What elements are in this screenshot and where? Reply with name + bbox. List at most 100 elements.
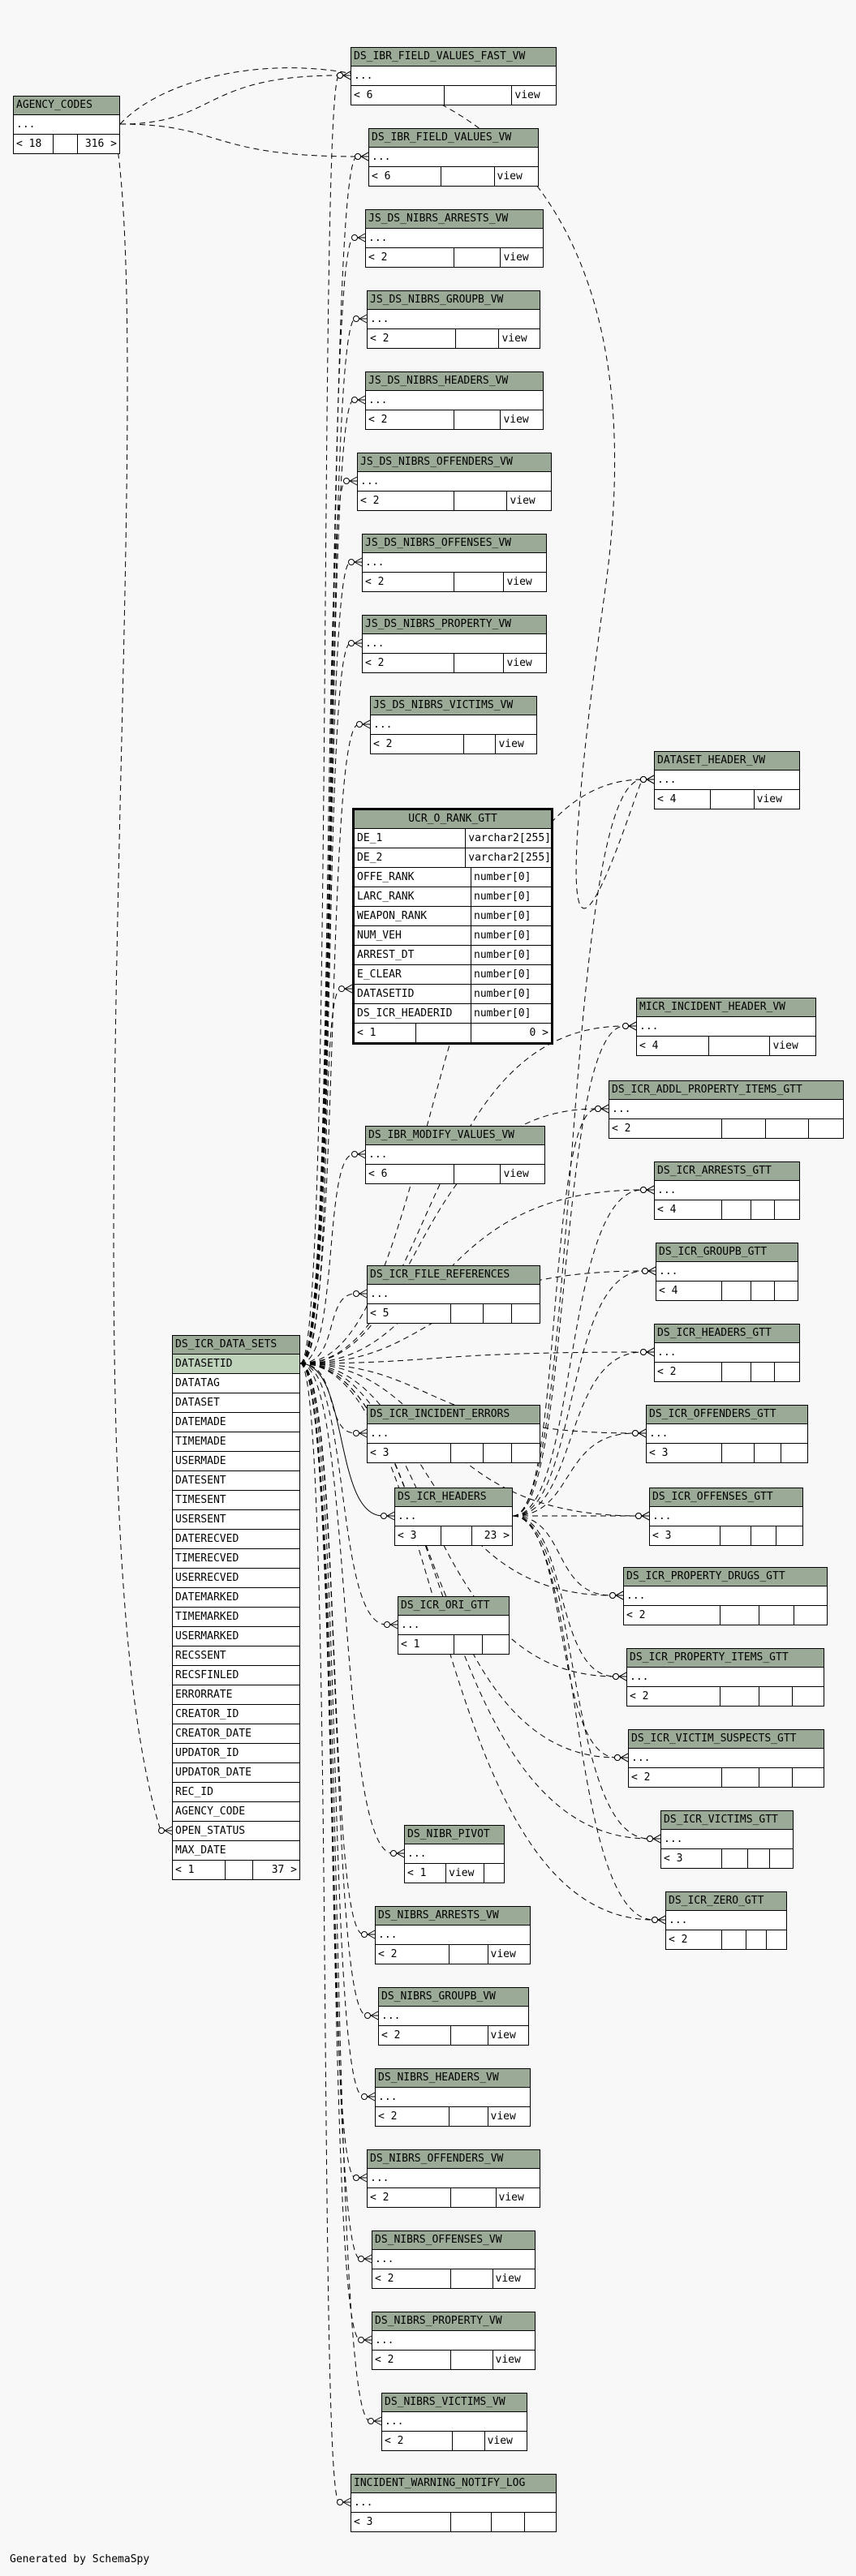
- table-incident-warning-notify-log[interactable]: INCIDENT_WARNING_NOTIFY_LOG...< 3: [351, 2474, 557, 2532]
- footer-cell: [456, 329, 500, 348]
- column-row: DATEMADE: [173, 1413, 299, 1432]
- table-ds-icr-groupb-gtt[interactable]: DS_ICR_GROUPB_GTT...< 4: [656, 1243, 798, 1301]
- column-type: number[0]: [474, 891, 531, 903]
- table-header[interactable]: DS_NIBRS_OFFENSES_VW: [372, 2231, 535, 2250]
- optional-circle: [353, 2175, 359, 2181]
- table-header[interactable]: DS_IBR_MODIFY_VALUES_VW: [366, 1127, 544, 1145]
- table-header[interactable]: MICR_INCIDENT_HEADER_VW: [637, 998, 815, 1017]
- table-ds-icr-zero-gtt[interactable]: DS_ICR_ZERO_GTT...< 2: [665, 1891, 787, 1950]
- table-ds-icr-arrests-gtt[interactable]: DS_ICR_ARRESTS_GTT...< 4: [654, 1161, 800, 1220]
- table-header[interactable]: DS_ICR_VICTIMS_GTT: [661, 1811, 793, 1830]
- columns-ellipsis: ...: [369, 148, 538, 167]
- table-header[interactable]: JS_DS_NIBRS_GROUPB_VW: [368, 291, 540, 310]
- parent-count: [512, 1444, 540, 1462]
- crowfoot-prong: [646, 779, 655, 784]
- optional-circle: [337, 2499, 343, 2505]
- table-ds-icr-file-references[interactable]: DS_ICR_FILE_REFERENCES...< 5: [367, 1265, 540, 1324]
- table-header[interactable]: DS_ICR_OFFENDERS_GTT: [647, 1406, 807, 1424]
- optional-circle: [595, 1106, 601, 1112]
- crowfoot-prong: [357, 233, 366, 238]
- table-header[interactable]: DS_NIBRS_GROUPB_VW: [379, 1988, 528, 2007]
- parent-count: view: [501, 333, 527, 345]
- table-header[interactable]: DS_ICR_ZERO_GTT: [666, 1892, 786, 1911]
- table-ds-icr-property-drugs-gtt[interactable]: DS_ICR_PROPERTY_DRUGS_GTT...< 2: [623, 1567, 828, 1625]
- table-header[interactable]: DS_NIBRS_HEADERS_VW: [376, 2069, 530, 2088]
- relationship-line: [299, 399, 355, 1364]
- table-header[interactable]: DS_ICR_FILE_REFERENCES: [368, 1266, 540, 1285]
- table-header[interactable]: DS_ICR_ORI_GTT: [398, 1597, 509, 1616]
- table-header[interactable]: AGENCY_CODES: [14, 97, 119, 115]
- table-ds-icr-property-items-gtt[interactable]: DS_ICR_PROPERTY_ITEMS_GTT...< 2: [626, 1648, 824, 1707]
- table-ds-icr-addl-property-items-gtt[interactable]: DS_ICR_ADDL_PROPERTY_ITEMS_GTT...< 2: [609, 1080, 844, 1139]
- table-header[interactable]: DS_ICR_HEADERS: [395, 1488, 512, 1507]
- table-header[interactable]: DS_ICR_INCIDENT_ERRORS: [368, 1406, 540, 1424]
- table-header[interactable]: DS_ICR_PROPERTY_DRUGS_GTT: [624, 1568, 827, 1586]
- table-header[interactable]: DS_ICR_ARRESTS_GTT: [655, 1162, 799, 1181]
- table-header[interactable]: DS_IBR_FIELD_VALUES_VW: [369, 129, 538, 148]
- table-header[interactable]: JS_DS_NIBRS_OFFENSES_VW: [363, 535, 546, 553]
- table-ds-icr-ori-gtt[interactable]: DS_ICR_ORI_GTT...< 1: [398, 1596, 510, 1655]
- table-header[interactable]: JS_DS_NIBRS_PROPERTY_VW: [363, 616, 546, 634]
- table-header[interactable]: DS_NIBR_PIVOT: [405, 1826, 504, 1844]
- table-header[interactable]: DS_ICR_DATA_SETS: [173, 1336, 299, 1355]
- table-ds-icr-headers-gtt[interactable]: DS_ICR_HEADERS_GTT...< 2: [654, 1324, 800, 1382]
- table-ds-icr-offenders-gtt[interactable]: DS_ICR_OFFENDERS_GTT...< 3: [646, 1405, 808, 1463]
- table-header[interactable]: UCR_O_RANK_GTT: [355, 810, 551, 829]
- optional-circle: [635, 1513, 642, 1519]
- table-header[interactable]: DS_ICR_ADDL_PROPERTY_ITEMS_GTT: [609, 1081, 843, 1100]
- table-header[interactable]: JS_DS_NIBRS_ARRESTS_VW: [366, 210, 543, 229]
- table-header[interactable]: JS_DS_NIBRS_VICTIMS_VW: [371, 697, 536, 715]
- table-ds-icr-victim-suspects-gtt[interactable]: DS_ICR_VICTIM_SUSPECTS_GTT...< 2: [628, 1729, 824, 1788]
- footer-cell: [722, 1282, 751, 1300]
- table-header[interactable]: DS_ICR_VICTIM_SUSPECTS_GTT: [629, 1730, 824, 1749]
- table-header[interactable]: JS_DS_NIBRS_HEADERS_VW: [366, 372, 543, 391]
- table-ds-icr-victims-gtt[interactable]: DS_ICR_VICTIMS_GTT...< 3: [660, 1810, 794, 1869]
- table-header[interactable]: DATASET_HEADER_VW: [655, 752, 799, 771]
- table-header[interactable]: INCIDENT_WARNING_NOTIFY_LOG: [351, 2475, 556, 2493]
- table-header[interactable]: DS_IBR_FIELD_VALUES_FAST_VW: [351, 48, 556, 67]
- child-count: < 4: [637, 1037, 710, 1055]
- table-header[interactable]: DS_NIBRS_PROPERTY_VW: [372, 2312, 535, 2331]
- crowfoot-prong: [357, 237, 366, 243]
- footer-cell: [451, 2351, 493, 2369]
- table-header[interactable]: DS_ICR_HEADERS_GTT: [655, 1324, 799, 1343]
- parent-count: [770, 1849, 793, 1868]
- optional-circle: [348, 640, 355, 646]
- table-ds-icr-offenses-gtt[interactable]: DS_ICR_OFFENSES_GTT...< 3: [649, 1488, 803, 1546]
- crowfoot-prong: [363, 2254, 372, 2260]
- table-header[interactable]: DS_NIBRS_VICTIMS_VW: [382, 2394, 527, 2412]
- table-header[interactable]: DS_ICR_OFFENSES_GTT: [650, 1488, 802, 1507]
- table-header[interactable]: DS_ICR_GROUPB_GTT: [656, 1243, 798, 1262]
- table-header[interactable]: DS_NIBRS_OFFENDERS_VW: [368, 2150, 540, 2169]
- table-ds-icr-incident-errors[interactable]: DS_ICR_INCIDENT_ERRORS...< 3: [367, 1405, 540, 1463]
- table-header[interactable]: JS_DS_NIBRS_OFFENDERS_VW: [358, 453, 551, 472]
- table-header[interactable]: DS_NIBRS_ARRESTS_VW: [376, 1907, 530, 1926]
- table-header[interactable]: DS_ICR_PROPERTY_ITEMS_GTT: [627, 1649, 824, 1668]
